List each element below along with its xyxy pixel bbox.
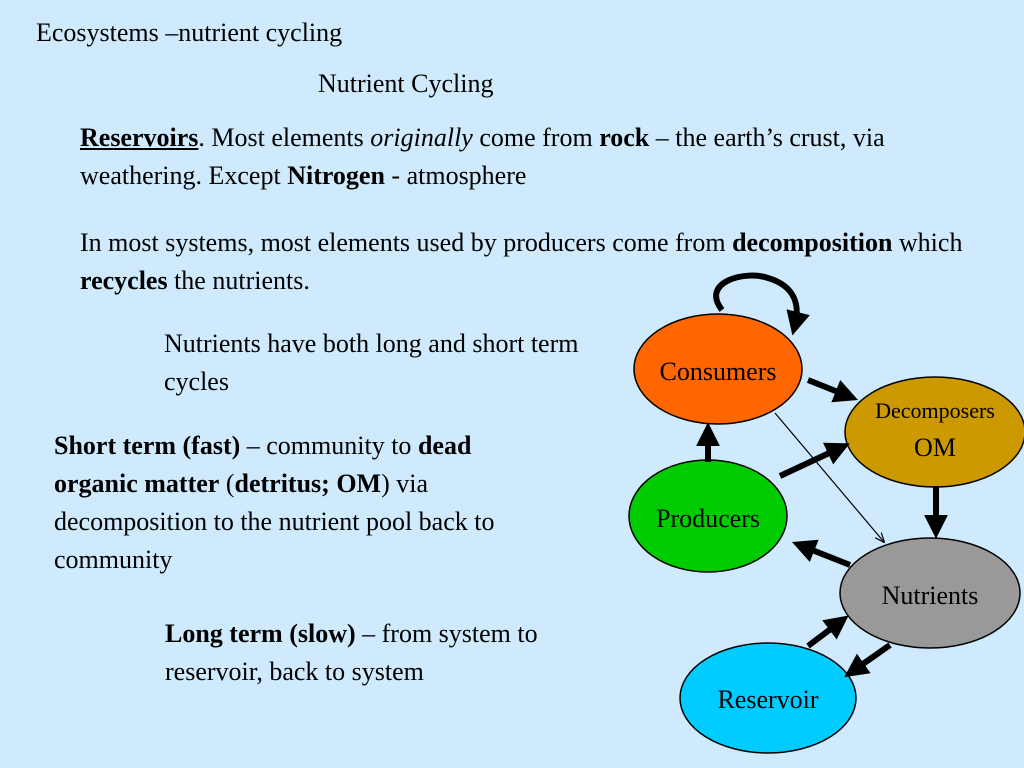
om-label: OM bbox=[914, 433, 956, 462]
originally-word: originally bbox=[370, 123, 473, 152]
consumers-to-decomposers-arrow bbox=[806, 377, 859, 403]
producers-label: Producers bbox=[656, 504, 760, 533]
short-term-text-2: ( bbox=[219, 469, 235, 498]
nutrients-label: Nutrients bbox=[882, 581, 979, 610]
reservoir-to-nutrients-arrow bbox=[806, 615, 849, 649]
long-term-text-1: – from system to reservoir, back to syst… bbox=[165, 619, 538, 686]
short-term-text-3: ) via decomposition to the nutrient pool… bbox=[54, 469, 495, 574]
reservoir-node bbox=[679, 642, 857, 754]
consumers-self-loop-arrow bbox=[713, 272, 810, 336]
decomposition-text-1: In most systems, most elements used by p… bbox=[80, 228, 733, 257]
nutrients-to-producers-arrow bbox=[791, 539, 852, 568]
reservoir-label: Reservoir bbox=[717, 685, 818, 714]
short-term-paragraph: Short term (fast) – community to dead or… bbox=[54, 427, 534, 579]
decomposers-label: Decomposers bbox=[875, 398, 995, 423]
long-term-term: Long term (slow) bbox=[165, 619, 356, 648]
reservoirs-text-2: come from bbox=[472, 123, 600, 152]
cycles-paragraph: Nutrients have both long and short term … bbox=[164, 329, 579, 396]
reservoirs-text-3: – the earth’s crust, via weathering. Exc… bbox=[80, 123, 885, 190]
recycles-word: recycles bbox=[80, 266, 168, 295]
decomposition-paragraph: In most systems, most elements used by p… bbox=[80, 224, 980, 300]
rock-word: rock bbox=[599, 123, 650, 152]
reservoirs-term: Reservoirs bbox=[80, 123, 199, 152]
consumers-label: Consumers bbox=[660, 357, 777, 386]
consumers-to-nutrients-arrow bbox=[774, 412, 884, 542]
slide-subtitle: Nutrient Cycling bbox=[318, 69, 494, 98]
detritus-term: detritus; OM bbox=[234, 469, 382, 498]
reservoirs-text-4: - atmosphere bbox=[384, 161, 527, 190]
decomposers-node bbox=[844, 376, 1024, 488]
producers-to-decomposers-arrow bbox=[778, 442, 850, 479]
decomposition-word: decomposition bbox=[732, 228, 893, 257]
reservoirs-text-1: . Most elements bbox=[198, 123, 371, 152]
reservoirs-paragraph: Reservoirs. Most elements originally com… bbox=[80, 119, 980, 195]
dead-organic-matter-term: dead organic matter bbox=[54, 431, 472, 498]
nitrogen-word: Nitrogen bbox=[287, 161, 385, 190]
decomposition-text-2: which bbox=[892, 228, 963, 257]
short-term-text-1: – community to bbox=[240, 431, 418, 460]
short-term-term: Short term (fast) bbox=[54, 431, 241, 460]
long-term-paragraph: Long term (slow) – from system to reserv… bbox=[165, 615, 555, 691]
nutrients-to-reservoir-arrow bbox=[844, 642, 892, 678]
decomposition-text-3: the nutrients. bbox=[167, 266, 310, 295]
slide-title: Ecosystems –nutrient cycling bbox=[36, 18, 343, 47]
